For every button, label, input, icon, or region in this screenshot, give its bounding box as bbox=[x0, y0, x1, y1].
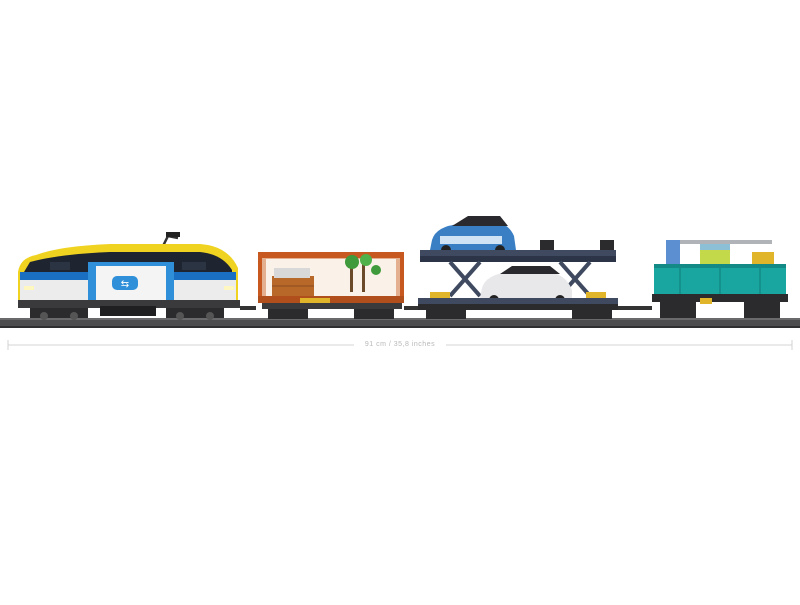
coupler bbox=[618, 306, 652, 310]
locomotive: ⇆ bbox=[18, 232, 240, 320]
car-transporter-wagon bbox=[418, 216, 618, 319]
track bbox=[0, 318, 800, 328]
length-dimension-label: 91 cm / 35,8 inches bbox=[364, 341, 436, 348]
coupler bbox=[404, 306, 418, 310]
coupler bbox=[240, 306, 256, 310]
dimension-line bbox=[7, 340, 793, 350]
svg-text:⇆: ⇆ bbox=[121, 279, 129, 290]
container-wagon bbox=[652, 240, 788, 318]
cargo-wagon bbox=[258, 252, 404, 319]
